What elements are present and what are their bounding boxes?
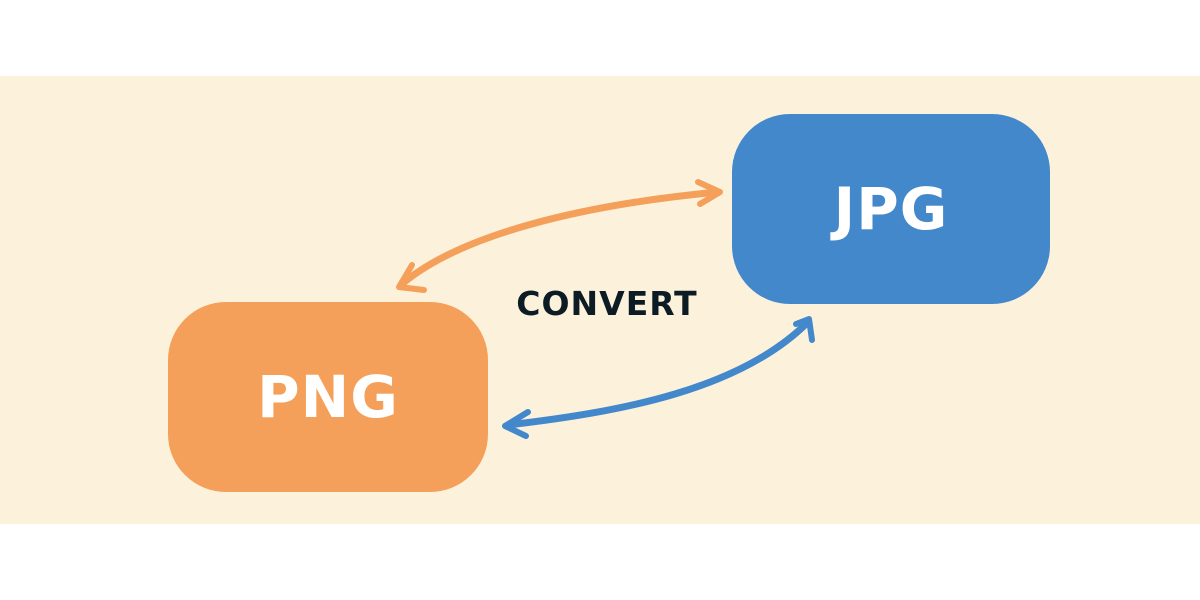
jpg-label: JPG [833, 175, 949, 243]
convert-label: CONVERT [516, 284, 698, 323]
png-box: PNG [168, 302, 488, 492]
jpg-box: JPG [732, 114, 1050, 304]
png-label: PNG [257, 363, 399, 431]
